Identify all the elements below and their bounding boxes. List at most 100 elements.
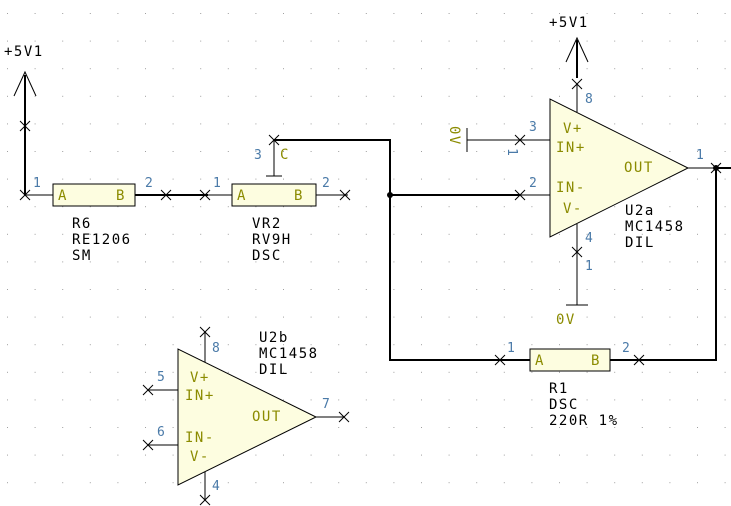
grid-dot [697, 151, 698, 152]
grid-dot [724, 95, 726, 97]
grid-dot [255, 68, 257, 70]
u2a-gnd-pin: 1 [585, 259, 593, 274]
grid-dot [7, 371, 8, 373]
grid-dot [393, 316, 395, 318]
grid-dot [641, 40, 643, 42]
grid-dot [89, 261, 91, 263]
grid-dot [641, 371, 643, 373]
grid-dot [200, 40, 202, 42]
grid-dot [393, 151, 395, 152]
grid-dot [310, 95, 312, 97]
grid-dot [724, 316, 726, 318]
grid-dot [586, 344, 588, 346]
grid-dot [62, 289, 64, 290]
grid-dot [503, 482, 505, 484]
grid-dot [34, 178, 36, 180]
u2b-label-vplus: V+ [190, 370, 210, 386]
grid-dot [531, 454, 533, 456]
grid-dot [338, 427, 340, 428]
u2b-value: MC1458 [259, 346, 319, 362]
grid-dot [7, 344, 8, 346]
grid-dot [614, 454, 616, 456]
grid-dot [669, 399, 671, 401]
r6-resistor[interactable]: 1 2 A B R6 RE1206 SM [25, 176, 211, 264]
grid-dot [117, 233, 119, 235]
grid-dot [531, 289, 533, 290]
grid-dot [503, 123, 505, 125]
grid-dot [641, 454, 643, 456]
grid-dot [62, 454, 64, 456]
grid-dot [283, 206, 284, 208]
grid-dot [448, 68, 450, 70]
grid-dot [724, 371, 726, 373]
grid-dot [172, 427, 174, 428]
u2a-body[interactable] [549, 98, 690, 238]
grid-dot [669, 13, 671, 14]
vcc-left-symbol[interactable]: +5V1 [4, 44, 44, 201]
grid-dot [448, 40, 450, 42]
grid-dot [7, 206, 8, 208]
grid-dot [448, 454, 450, 456]
grid-dot [172, 206, 174, 208]
grid-dot [503, 316, 505, 318]
grid-dot [62, 371, 64, 373]
grid-dot [310, 178, 312, 180]
grid-dot [448, 233, 450, 235]
grid-dot [172, 289, 174, 290]
grid-dot [7, 95, 8, 97]
grid-dot [393, 399, 395, 401]
grid-dot [476, 454, 478, 456]
grid-dot [531, 40, 533, 42]
grid-dot [117, 40, 119, 42]
grid-dot [503, 427, 505, 428]
grid-dot [34, 13, 36, 14]
grid-dot [448, 151, 450, 152]
grid-dot [476, 233, 478, 235]
grid-dot [172, 95, 174, 97]
grid-dot [421, 482, 422, 484]
grid-dot [559, 233, 560, 235]
grid-dot [531, 151, 533, 152]
u2a-pin-vplus-number: 8 [585, 92, 593, 107]
grid-dot [586, 482, 588, 484]
grid-dot [145, 399, 146, 401]
grid-dot [393, 123, 395, 125]
grid-dot [310, 151, 312, 152]
grid-dot [338, 123, 340, 125]
u2b-opamp[interactable]: 8 5 6 4 7 V+ IN+ IN- V- OUT U2b MC1458 D… [142, 326, 350, 506]
grid-dot [421, 123, 422, 125]
grid-dot [669, 178, 671, 180]
grid-dot [117, 454, 119, 456]
grid-dot [531, 206, 533, 208]
u2a-label-vplus: V+ [563, 121, 583, 137]
grid-dot [586, 371, 588, 373]
grid-dot [310, 371, 312, 373]
grid-dot [117, 344, 119, 346]
grid-dot [614, 399, 616, 401]
grid-dot [393, 289, 395, 290]
grid-dot [476, 371, 478, 373]
grid-dot [338, 233, 340, 235]
grid-dot [117, 399, 119, 401]
grid-dot [283, 261, 284, 263]
grid-dot [310, 233, 312, 235]
grid-dot [145, 13, 146, 14]
grid-dot [89, 178, 91, 180]
vr2-potentiometer[interactable]: 1 2 3 C A B VR2 RV9H DSC [208, 134, 351, 264]
grid-dot [62, 261, 64, 263]
r6-pin-b: B [116, 188, 126, 204]
u2b-body[interactable] [177, 348, 318, 486]
grid-dot [310, 454, 312, 456]
grid-dot [283, 40, 284, 42]
r1-body[interactable] [529, 348, 611, 372]
grid-dot [200, 95, 202, 97]
grid-dot [62, 13, 64, 14]
u2a-opamp[interactable]: +5V1 8 0V 1 3 2 4 1 0V 1 V+ IN+ IN- V- O… [446, 15, 722, 328]
grid-dot [145, 233, 146, 235]
grid-dot [421, 261, 422, 263]
grid-dot [283, 454, 284, 456]
r1-resistor[interactable]: 1 2 A B R1 DSC 220R 1% [494, 341, 645, 429]
grid-dot [503, 454, 505, 456]
r1-value: DSC [549, 397, 579, 413]
grid-dot [586, 13, 588, 14]
